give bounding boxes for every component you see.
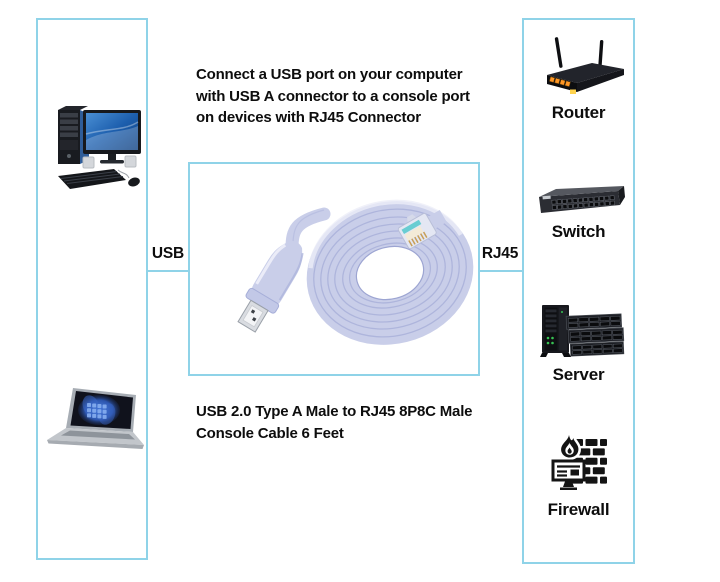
top-description: Connect a USB port on your computer with… bbox=[196, 64, 470, 129]
cable-image-panel bbox=[188, 162, 480, 376]
switch-label: Switch bbox=[551, 222, 606, 241]
top-description-line-1: Connect a USB port on your computer bbox=[196, 66, 463, 83]
rj45-connection-line bbox=[478, 270, 522, 272]
firewall-icon bbox=[551, 435, 607, 490]
desktop-computer-icon bbox=[58, 106, 141, 189]
switch-icon bbox=[539, 186, 625, 213]
usb-a-connector bbox=[237, 240, 304, 333]
usb-connection-line bbox=[148, 270, 188, 272]
usb-to-rj45-console-cable-image bbox=[237, 199, 474, 345]
usb-label: USB bbox=[151, 245, 185, 262]
router-label: Router bbox=[551, 103, 606, 122]
computers-panel bbox=[36, 18, 148, 560]
bottom-description: USB 2.0 Type A Male to RJ45 8P8C Male Co… bbox=[196, 401, 473, 444]
server-label: Server bbox=[552, 365, 605, 384]
laptop-icon bbox=[47, 388, 144, 449]
server-icon bbox=[540, 305, 625, 357]
bottom-description-line-2: Console Cable 6 Feet bbox=[196, 424, 344, 442]
rj45-label: RJ45 bbox=[481, 245, 519, 262]
firewall-label: Firewall bbox=[547, 500, 610, 519]
bottom-description-line-1: USB 2.0 Type A Male to RJ45 8P8C Male bbox=[196, 403, 473, 420]
top-description-line-2: with USB A connector to a console port bbox=[196, 87, 470, 105]
router-icon bbox=[547, 37, 624, 94]
top-description-line-3: on devices with RJ45 Connector bbox=[196, 109, 421, 126]
rj45-connector bbox=[397, 209, 447, 249]
